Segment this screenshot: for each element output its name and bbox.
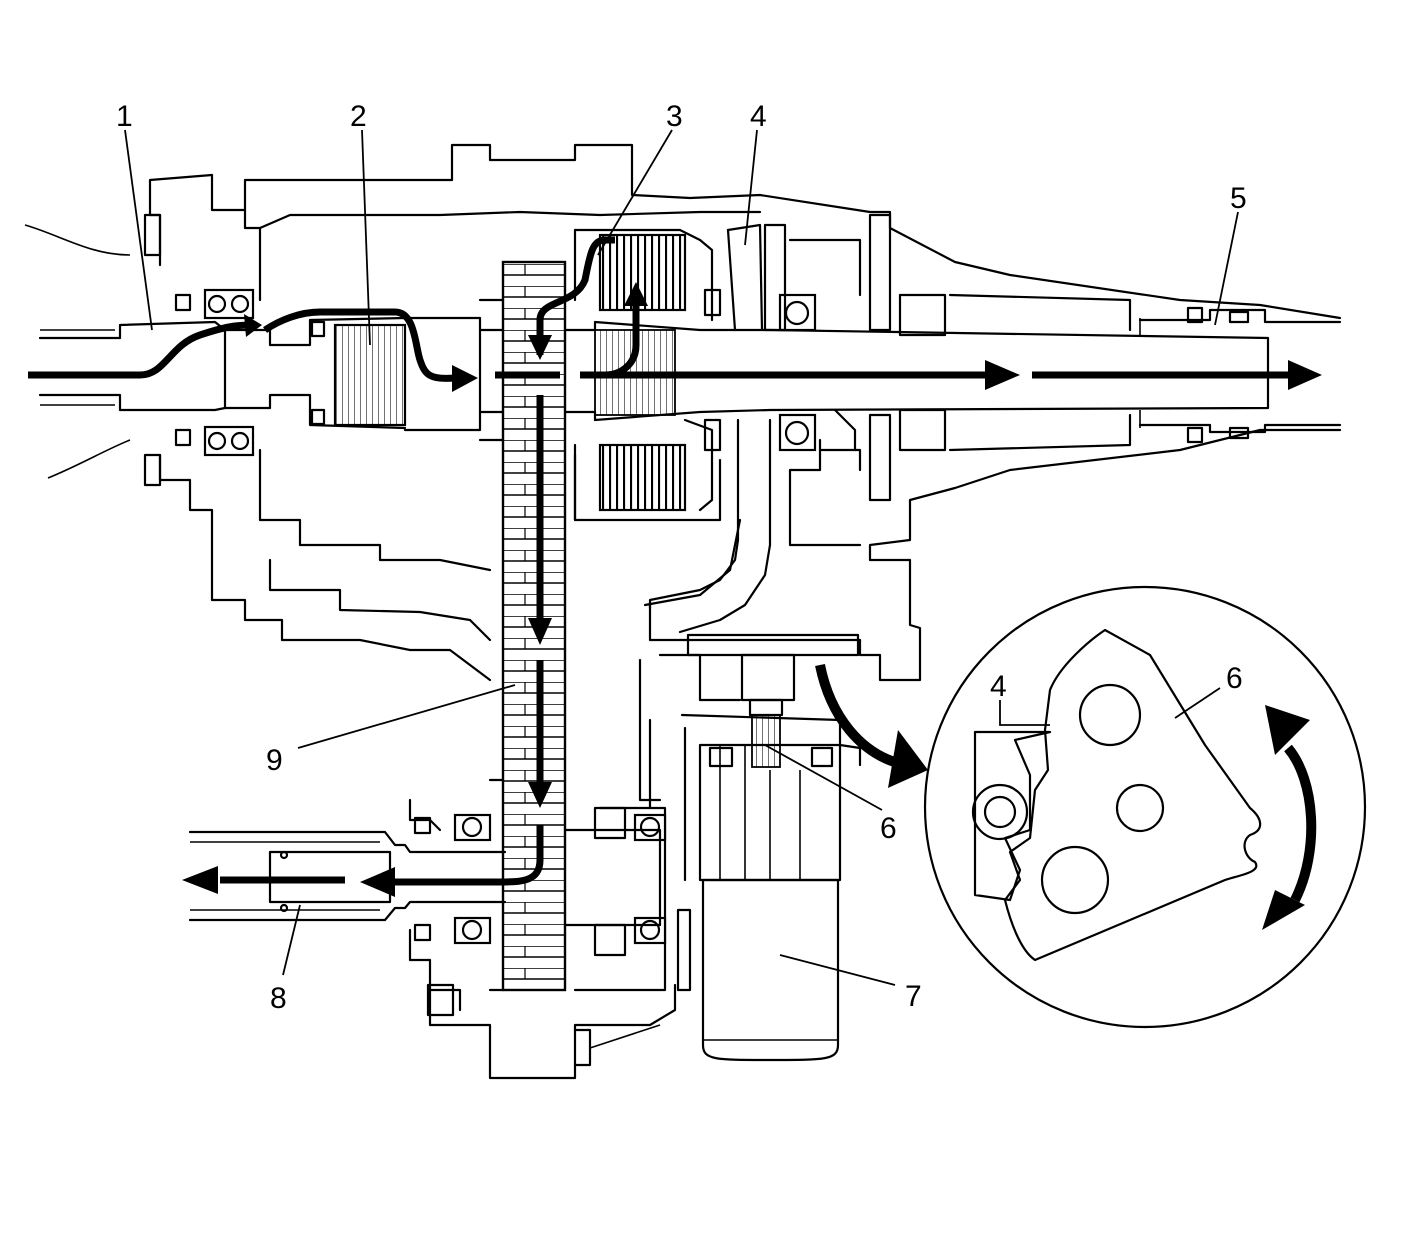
callout-5: 5 [1230, 182, 1247, 215]
callout-4: 4 [750, 100, 767, 133]
encoder-motor [676, 633, 862, 1062]
flow-arrowhead [1265, 705, 1310, 755]
flow-arrowhead [888, 730, 928, 788]
callout-9: 9 [266, 744, 283, 777]
callout-3: 3 [666, 100, 683, 133]
callout-6: 6 [880, 812, 897, 845]
leader-lines [124, 129, 1239, 986]
shift-fork-lever [648, 223, 787, 634]
callout-8: 8 [270, 982, 287, 1015]
clutch-pack [573, 228, 722, 522]
flow-arrowhead [985, 360, 1020, 390]
flow-arrowhead [528, 618, 552, 645]
inset-callout-6: 6 [1226, 662, 1243, 695]
callout-2: 2 [350, 100, 367, 133]
callout-7: 7 [905, 980, 922, 1013]
front-output-shaft [188, 813, 667, 945]
inset-callout-4: 4 [990, 670, 1007, 703]
flow-arrowhead [528, 335, 552, 360]
transfer-case-housing [148, 143, 1342, 1080]
power-flow-arrows [28, 236, 1322, 897]
detail-inset-circle [923, 585, 1367, 1029]
input-shaft [24, 213, 407, 487]
flow-arrowhead [244, 314, 262, 337]
flow-arrowhead [360, 867, 395, 897]
callout-1: 1 [116, 100, 133, 133]
flow-arrowhead [624, 282, 648, 306]
flow-arrowhead [182, 866, 218, 894]
flow-arrowhead [1262, 890, 1305, 930]
flow-arrowhead [1288, 360, 1322, 390]
flow-arrowhead [452, 365, 478, 392]
flow-arrowhead [528, 782, 552, 808]
callout-labels: 1 2 3 4 5 6 7 8 9 4 6 [116, 100, 1247, 1015]
